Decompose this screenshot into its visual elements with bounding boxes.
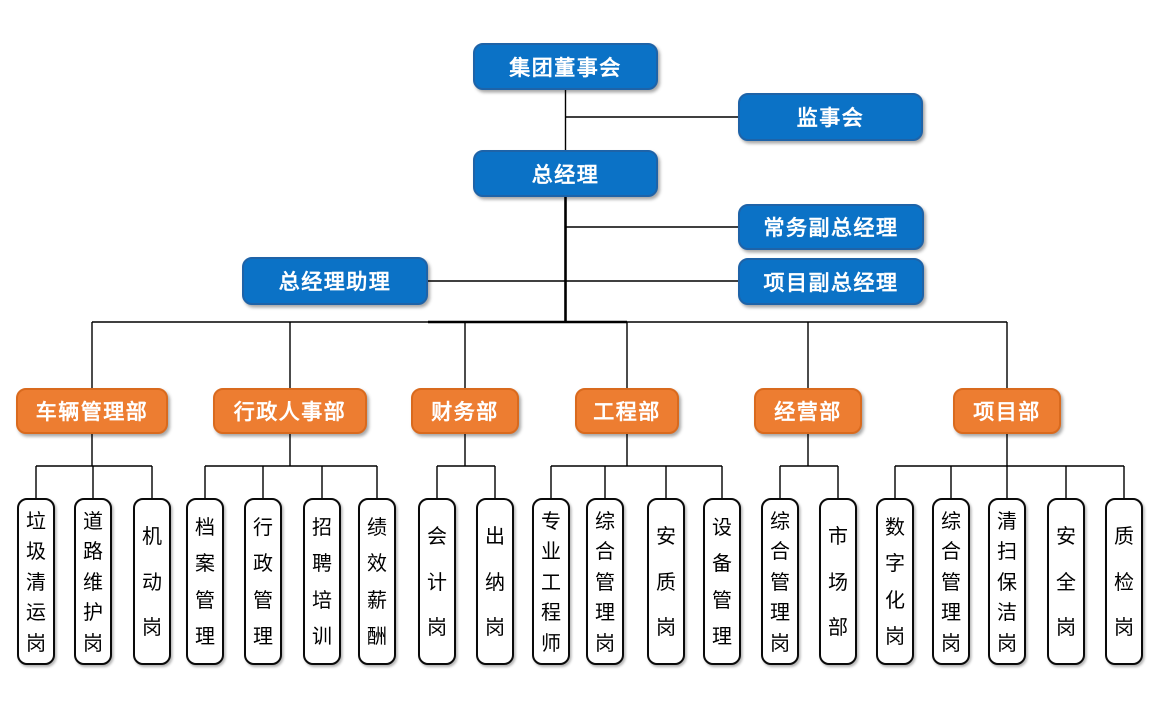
post-mobile: 机动岗: [133, 498, 171, 665]
post-professional-engineer-label: 专业工程师: [541, 508, 561, 655]
post-general-management-eng-label: 综合管理岗: [595, 508, 615, 655]
post-general-management-proj: 综合管理岗: [932, 498, 970, 665]
node-exec-deputy-gm: 常务副总经理: [738, 204, 924, 250]
post-admin-management: 行政管理: [244, 498, 282, 665]
dept-vehicle-management-label: 车辆管理部: [35, 400, 149, 424]
connector-lines-thin: [35, 90, 1125, 498]
post-marketing: 市场部: [819, 498, 857, 665]
node-general-manager: 总经理: [473, 150, 658, 197]
post-cashier-label: 出纳岗: [485, 523, 505, 640]
node-general-manager-label: 总经理: [531, 162, 600, 187]
post-garbage-clearing-label: 垃圾清运岗: [26, 508, 46, 655]
post-admin-management-label: 行政管理: [253, 514, 273, 649]
post-road-maintenance: 道路维护岗: [74, 498, 112, 665]
dept-project: 项目部: [953, 388, 1061, 434]
node-group-board-label: 集团董事会: [509, 55, 622, 80]
node-exec-deputy-gm-label: 常务副总经理: [763, 216, 899, 240]
post-performance-compensation-label: 绩效薪酬: [367, 514, 387, 649]
post-digitalization: 数字化岗: [876, 498, 914, 665]
post-accounting-label: 会计岗: [427, 523, 447, 640]
node-supervisory-board-label: 监事会: [796, 106, 865, 130]
dept-finance: 财务部: [411, 388, 519, 434]
post-archives-management-label: 档案管理: [195, 514, 215, 649]
post-mobile-label: 机动岗: [142, 523, 162, 640]
node-gm-assistant-label: 总经理助理: [278, 270, 392, 294]
post-cleaning: 清扫保洁岗: [988, 498, 1026, 665]
dept-admin-hr-label: 行政人事部: [233, 400, 347, 424]
post-cashier: 出纳岗: [476, 498, 514, 665]
post-quality-inspection-label: 质检岗: [1114, 523, 1134, 640]
dept-vehicle-management: 车辆管理部: [16, 388, 168, 434]
node-supervisory-board: 监事会: [738, 93, 923, 141]
post-professional-engineer: 专业工程师: [532, 498, 570, 665]
post-quality-inspection: 质检岗: [1105, 498, 1143, 665]
post-equipment-management-label: 设备管理: [712, 514, 732, 649]
post-safety: 安全岗: [1047, 498, 1085, 665]
post-general-management-proj-label: 综合管理岗: [941, 508, 961, 655]
post-road-maintenance-label: 道路维护岗: [83, 508, 103, 655]
dept-project-label: 项目部: [973, 400, 1041, 424]
dept-admin-hr: 行政人事部: [213, 388, 367, 434]
post-marketing-label: 市场部: [828, 523, 848, 640]
node-gm-assistant: 总经理助理: [242, 257, 428, 305]
post-garbage-clearing: 垃圾清运岗: [17, 498, 55, 665]
post-safety-label: 安全岗: [1056, 523, 1076, 640]
dept-engineering: 工程部: [575, 388, 679, 434]
post-performance-compensation: 绩效薪酬: [358, 498, 396, 665]
post-archives-management: 档案管理: [186, 498, 224, 665]
dept-business: 经营部: [754, 388, 862, 434]
node-group-board: 集团董事会: [473, 43, 658, 90]
post-equipment-management: 设备管理: [703, 498, 741, 665]
post-general-management-eng: 综合管理岗: [586, 498, 624, 665]
post-general-management-biz-label: 综合管理岗: [770, 508, 790, 655]
post-safety-quality-label: 安质岗: [656, 523, 676, 640]
dept-business-label: 经营部: [774, 400, 842, 424]
connector-lines-trunk: [428, 197, 627, 324]
post-digitalization-label: 数字化岗: [885, 514, 905, 649]
dept-engineering-label: 工程部: [593, 400, 661, 424]
post-recruit-training: 招聘培训: [303, 498, 341, 665]
dept-finance-label: 财务部: [431, 400, 499, 424]
post-general-management-biz: 综合管理岗: [761, 498, 799, 665]
post-accounting: 会计岗: [418, 498, 456, 665]
post-recruit-training-label: 招聘培训: [312, 514, 332, 649]
node-project-deputy-gm: 项目副总经理: [738, 258, 924, 305]
post-safety-quality: 安质岗: [647, 498, 685, 665]
node-project-deputy-gm-label: 项目副总经理: [763, 270, 899, 295]
post-cleaning-label: 清扫保洁岗: [997, 508, 1017, 655]
